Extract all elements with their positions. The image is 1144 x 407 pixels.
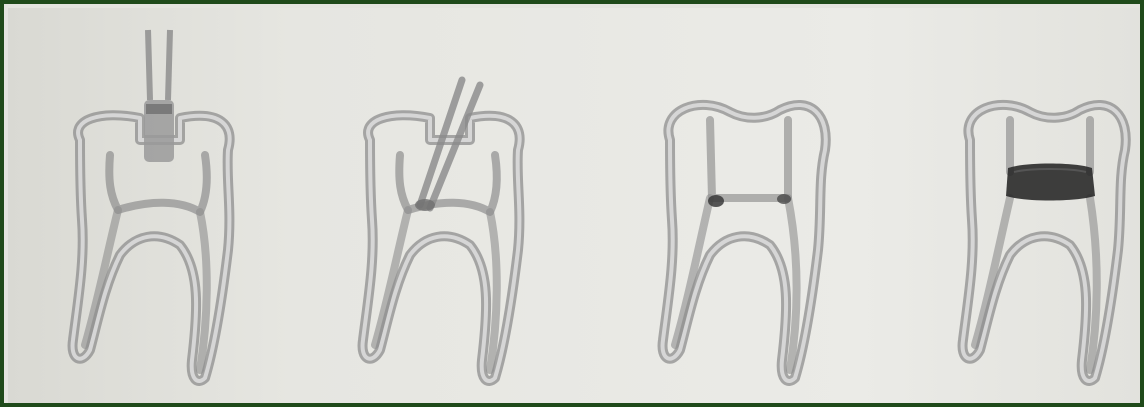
tooth-step-4 <box>930 0 1144 407</box>
tooth-step-3 <box>630 0 890 407</box>
tooth-step-2 <box>330 0 590 407</box>
pulp-chamber <box>109 155 207 212</box>
vertical-instrument-icon <box>144 30 174 162</box>
dark-filling-icon <box>1006 164 1095 201</box>
angled-instrument-icon <box>415 80 480 211</box>
tooth-step-1 <box>40 0 300 407</box>
